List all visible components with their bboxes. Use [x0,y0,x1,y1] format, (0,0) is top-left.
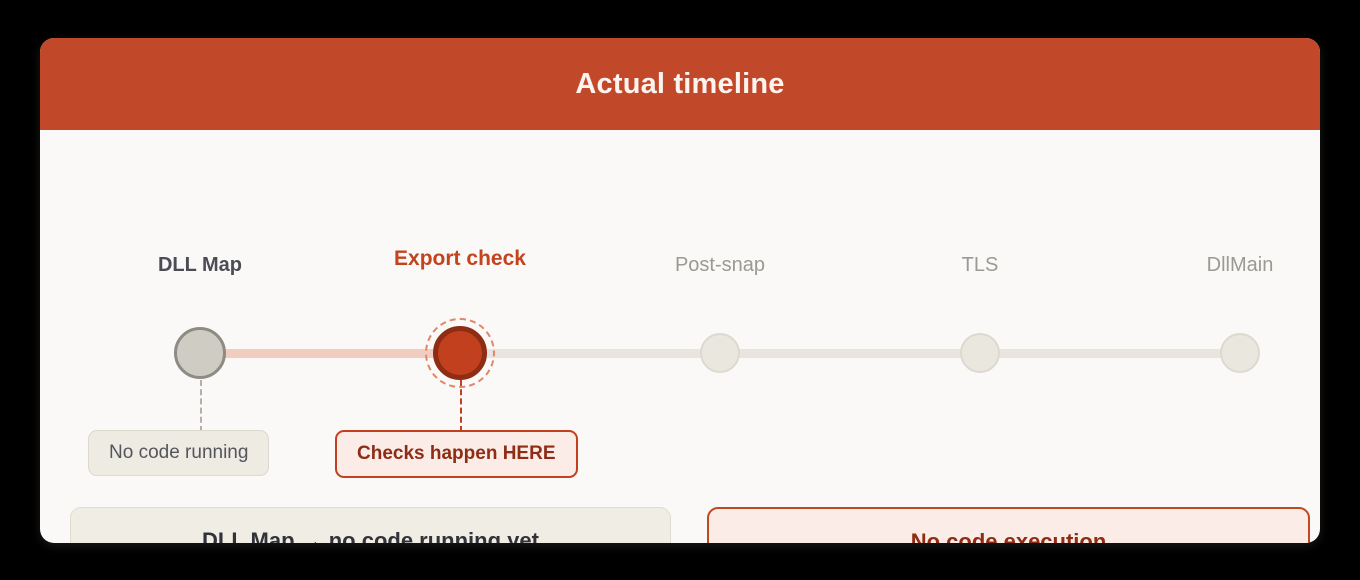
timeline-node-dot[interactable] [174,327,226,379]
summary-card-title: No code execution [910,529,1107,543]
summary-card-dll-map: DLL Map → no code running yet Could modi… [70,507,671,543]
timeline-node-label: DLL Map [157,254,243,276]
timeline-node-dot[interactable] [1220,333,1260,373]
card-header: Actual timeline [40,38,1320,130]
timeline-card: Actual timeline DLL Map Export check Pos… [40,38,1320,543]
timeline-node-label: Post-snap [674,254,766,276]
page-title: Actual timeline [575,67,785,100]
timeline: DLL Map Export check Post-snap TLS DllMa… [40,130,1320,543]
summary-row: DLL Map → no code running yet Could modi… [70,507,1310,543]
timeline-node-connector [460,380,462,432]
tooltip-checks-happen-here: Checks happen HERE [335,430,578,478]
timeline-node-label: DllMain [1206,254,1274,276]
timeline-node-dot[interactable] [700,333,740,373]
timeline-node-label: Export check [394,247,526,270]
timeline-node-label: TLS [961,254,999,276]
timeline-node-connector [200,380,202,432]
timeline-track-completed [200,349,460,358]
timeline-node-dot[interactable] [433,326,487,380]
tooltip-no-code-running: No code running [88,430,270,476]
summary-card-no-code-execution: No code execution before the export chec… [707,507,1310,543]
timeline-node-dot[interactable] [960,333,1000,373]
summary-card-title: DLL Map → no code running yet [202,528,539,543]
